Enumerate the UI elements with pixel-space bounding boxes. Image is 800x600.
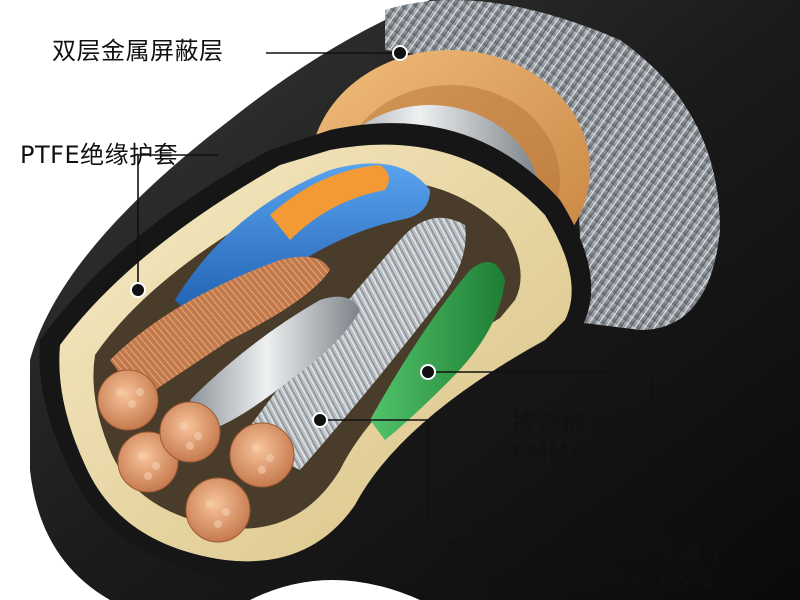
green-core	[370, 262, 505, 440]
strand-bundles	[97, 369, 295, 543]
silver-strand-core	[240, 217, 466, 470]
leader-lines	[137, 52, 653, 521]
label-pmma-line2: PMMA光纤芯材	[512, 439, 685, 467]
label-test-line3: 传输损耗变化率<0.5%	[458, 566, 714, 594]
leader-dots	[130, 45, 436, 428]
label-pmma: 掺杂稀土元素的 PMMA光纤芯材	[512, 408, 684, 468]
braid-shield	[385, 0, 720, 330]
silver-tube	[190, 296, 360, 430]
orange-core	[270, 165, 389, 240]
label-pmma-line1: 掺杂稀土元素的	[512, 409, 684, 437]
label-test-line2: 在1000V/m电磁场强度下	[444, 536, 728, 564]
label-test: 屏幕性能测试 在1000V/m电磁场强度下 传输损耗变化率<0.5%	[444, 505, 728, 595]
label-ptfe: PTFE绝缘护套	[20, 141, 179, 169]
label-shield: 双层金属屏蔽层	[52, 37, 224, 65]
label-test-line1: 屏幕性能测试	[512, 506, 660, 534]
copper-core	[110, 256, 330, 400]
